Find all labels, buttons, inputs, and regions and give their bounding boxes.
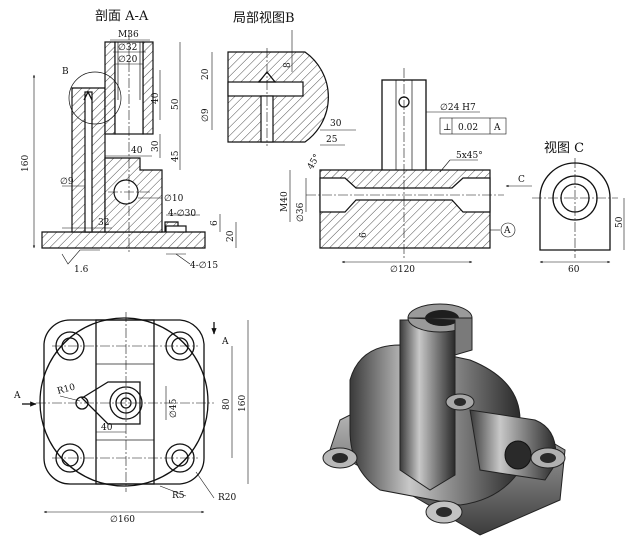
detail-b-view: 局部视图B 20 8 ∅9 — [201, 11, 329, 146]
top-boss-rect — [95, 319, 155, 485]
dim-r10: R10 — [56, 382, 76, 396]
dim-h20: 20 — [226, 230, 236, 242]
section-aa-tube-left-wall — [104, 41, 116, 135]
dim-top-w40: 40 — [101, 423, 113, 433]
section-aa-title: 剖面 A-A — [95, 9, 149, 24]
section-aa-counterbore — [165, 225, 187, 233]
detail-b-title: 局部视图B — [233, 11, 295, 26]
iso-bolt-hole-2 — [436, 507, 452, 517]
tolerance-frame — [439, 117, 507, 135]
dim-holes15: 4-∅15 — [190, 261, 218, 271]
detail-b-body — [227, 51, 329, 143]
iso-tube-back — [407, 317, 473, 356]
dim-h50: 50 — [171, 98, 181, 110]
dim-view-c-50: 50 — [615, 216, 625, 228]
datum-a-label: A — [503, 226, 511, 236]
top-flange-outline — [43, 319, 205, 485]
dim-h80: 80 — [222, 398, 232, 410]
dim-d20: ∅20 — [118, 55, 138, 65]
section-aa-tube-right-wall — [142, 41, 154, 135]
dim-w25: 25 — [326, 135, 338, 145]
view-c-outline — [539, 162, 611, 251]
dim-view-c-60: 60 — [568, 265, 580, 275]
dim-line-42 — [195, 471, 215, 499]
view-c: 视图 C 60 50 — [532, 141, 625, 275]
section-a-left-label: A — [13, 391, 21, 401]
front-tube-outer — [381, 79, 427, 175]
dim-line-27 — [439, 159, 451, 173]
dim-m40: M40 — [280, 191, 290, 212]
dim-d32: ∅32 — [118, 43, 137, 53]
iso-side-bore — [504, 440, 532, 470]
dim-w32: 32 — [98, 218, 109, 228]
section-aa-drill-tip — [83, 90, 93, 101]
dim-d36: ∅36 — [296, 202, 306, 222]
dim-d9: ∅9 — [60, 177, 74, 187]
dim-r5: R5 — [172, 491, 185, 501]
dim-b-8: 8 — [283, 62, 293, 68]
dim-h30: 30 — [151, 140, 161, 152]
dim-d24h7: ∅24 H7 — [440, 103, 476, 113]
dim-d10: ∅10 — [164, 194, 184, 204]
dim-h40: 40 — [151, 92, 161, 104]
detail-b-bore — [227, 81, 304, 97]
datum-a-circle — [500, 222, 516, 238]
front-tube-inner — [395, 79, 413, 175]
tolerance-ref: A — [493, 123, 501, 133]
dim-d120: ∅120 — [390, 265, 415, 275]
dim-b-d9: ∅9 — [201, 108, 211, 122]
dim-chamfer: 5x45° — [456, 151, 483, 161]
top-boss-rect-2 — [95, 363, 155, 441]
view-c-arrow-label: C — [518, 175, 525, 185]
iso-bolt-hole — [332, 453, 348, 463]
front-section-view: ∅24 H7 ⊥ 0.02 A 30 25 45° 5x45° M40 ∅36 … — [280, 68, 532, 275]
top-body-circle — [39, 317, 209, 487]
dim-line-36 — [59, 395, 81, 402]
detail-b-marker-circle — [68, 71, 122, 125]
section-aa-view: 剖面 A-A B M36 ∅32 ∅20 160 — [21, 9, 237, 275]
tolerance-value: 0.02 — [458, 123, 478, 133]
dim-d160: ∅160 — [110, 515, 135, 525]
dim-w30: 30 — [330, 119, 342, 129]
dim-h6: 6 — [210, 220, 220, 226]
dim-r20: R20 — [218, 493, 237, 503]
dim-top-h160: 160 — [238, 395, 248, 412]
view-c-title: 视图 C — [544, 141, 584, 156]
dim-h6-front: 6 — [359, 232, 369, 238]
dim-h160: 160 — [21, 155, 31, 172]
dim-line-17 — [175, 253, 191, 265]
section-a-top-label: A — [221, 337, 229, 347]
dim-d45: ∅45 — [169, 398, 179, 418]
dim-w40: 40 — [131, 146, 143, 156]
detail-b-marker-label: B — [62, 67, 69, 77]
dim-b-20: 20 — [201, 68, 211, 80]
iso-bolt-hole-4 — [454, 398, 466, 406]
roughness-value: 1.6 — [74, 265, 89, 275]
dim-h45: 45 — [171, 150, 181, 162]
dim-cb30: 4-∅30 — [168, 209, 196, 219]
section-aa-drill — [84, 91, 93, 233]
dim-line-41 — [159, 485, 187, 497]
dim-angle45: 45° — [306, 153, 323, 172]
iso-bolt-hole-3 — [540, 453, 556, 463]
top-view: A A R10 ∅45 40 80 160 R5 R20 ∅160 — [13, 312, 249, 525]
dim-m36: M36 — [118, 30, 139, 40]
isometric-render — [322, 303, 566, 536]
roughness-symbol — [61, 249, 100, 265]
tolerance-perp-icon: ⊥ — [443, 123, 451, 133]
